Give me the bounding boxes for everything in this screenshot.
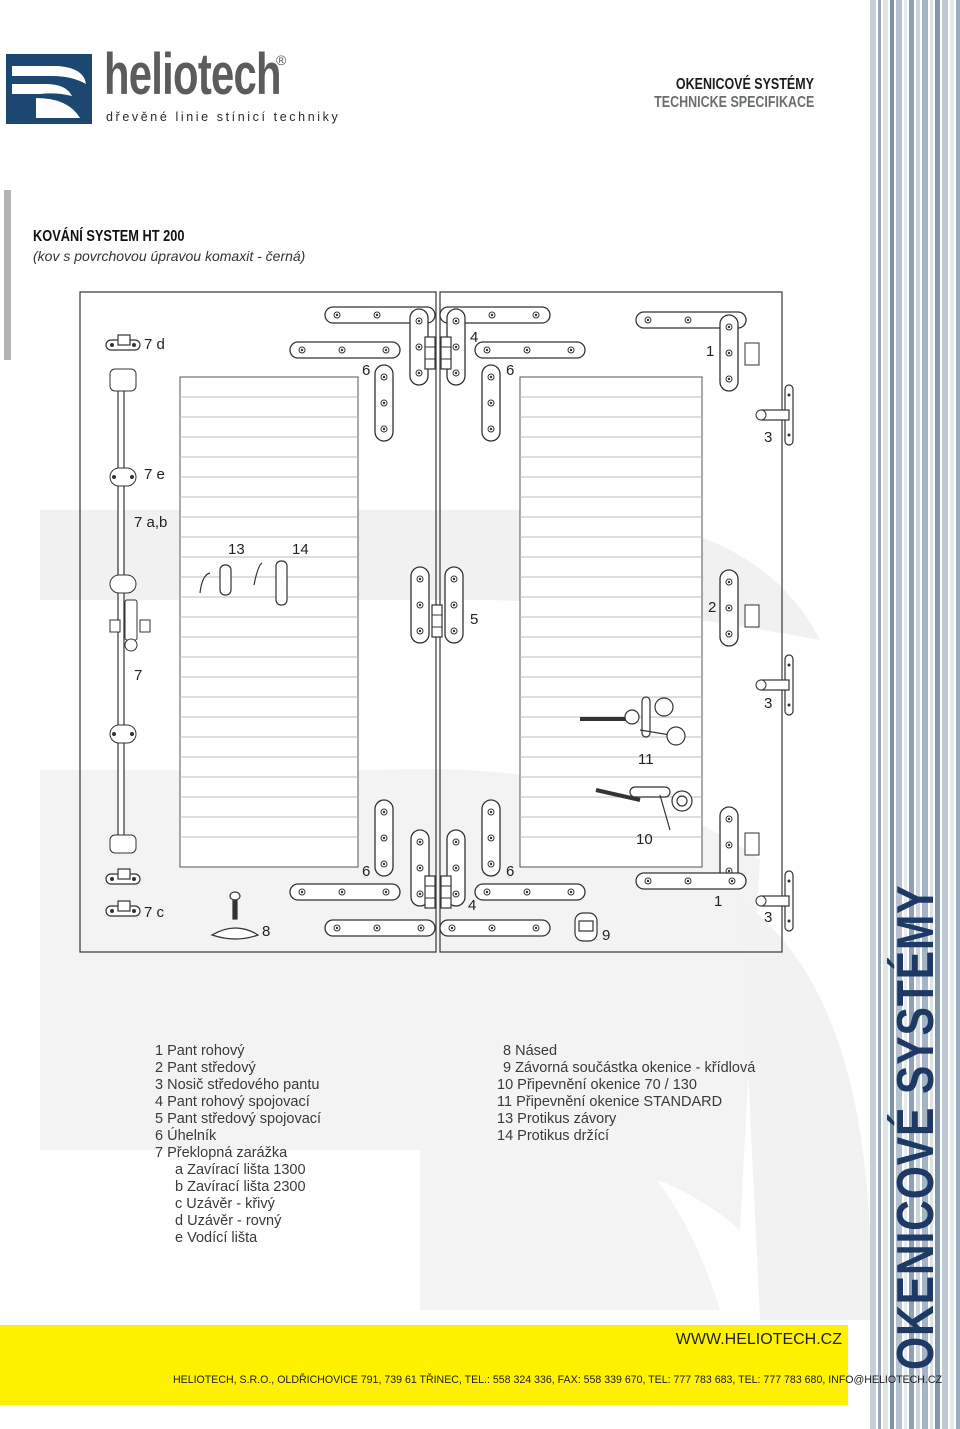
header-subtitle: TECHNICKE SPECIFIKACE bbox=[653, 94, 814, 111]
legend-item: 5 Pant středový spojovací bbox=[155, 1111, 322, 1127]
brand-tagline: dřevěné linie stínicí techniky bbox=[106, 110, 341, 124]
section-title: KOVÁNÍ SYSTEM HT 200 bbox=[33, 228, 185, 245]
label-7c: 7 c bbox=[144, 904, 165, 921]
label-7ab: 7 a,b bbox=[134, 514, 168, 531]
legend-subitem: c Uzávěr - křivý bbox=[175, 1196, 275, 1212]
label-9: 9 bbox=[602, 927, 611, 944]
label-8: 8 bbox=[262, 923, 271, 940]
label-14: 14 bbox=[292, 541, 309, 558]
legend-subitem: a Zavírací lišta 1300 bbox=[175, 1162, 306, 1178]
heliotech-logo-icon bbox=[6, 54, 92, 124]
legend-item: 4 Pant rohový spojovací bbox=[155, 1094, 310, 1110]
legend-subitem: e Vodící lišta bbox=[175, 1230, 258, 1246]
legend-item: 14 Protikus držící bbox=[497, 1128, 610, 1144]
label-10: 10 bbox=[636, 831, 653, 848]
rod-guides bbox=[109, 368, 151, 854]
legend-item: 10 Připevnění okenice 70 / 130 bbox=[497, 1077, 697, 1093]
legend-subitem: b Zavírací lišta 2300 bbox=[175, 1179, 306, 1195]
hardware-diagram: 7 d 7 e 7 a,b 13 14 7 7 c 8 6 4 6 1 3 5 … bbox=[0, 285, 960, 965]
label-3-top: 3 bbox=[764, 429, 773, 446]
label-1-top: 1 bbox=[706, 343, 715, 360]
label-7d: 7 d bbox=[144, 336, 165, 353]
label-6-bottom-right: 6 bbox=[506, 863, 515, 880]
label-4-top: 4 bbox=[470, 329, 479, 346]
legend-item: 9 Závorná součástka okenice - křídlová bbox=[503, 1060, 756, 1076]
edge-stripes bbox=[870, 0, 960, 1429]
shutter-stop-and-latch bbox=[210, 891, 598, 942]
label-6-top-right: 6 bbox=[506, 362, 515, 379]
label-11: 11 bbox=[638, 751, 654, 768]
footer-band bbox=[0, 1325, 848, 1405]
label-6-bottom-left: 6 bbox=[362, 863, 371, 880]
registered-mark: ® bbox=[276, 52, 287, 68]
label-13: 13 bbox=[228, 541, 245, 558]
legend-item: 3 Nosič středového pantu bbox=[155, 1077, 320, 1093]
legend-item: 11 Připevnění okenice STANDARD bbox=[497, 1094, 723, 1110]
label-4-bottom: 4 bbox=[468, 897, 477, 914]
legend-item: 6 Úhelník bbox=[155, 1128, 217, 1144]
legend-item: 8 Násed bbox=[503, 1043, 558, 1059]
legend-item: 13 Protikus závory bbox=[497, 1111, 617, 1127]
left-accent-bar bbox=[4, 190, 11, 360]
strike-parts bbox=[199, 560, 288, 606]
brand-name: heliotech bbox=[104, 42, 282, 107]
section-subtitle: (kov s povrchovou úpravou komaxit - čern… bbox=[33, 248, 306, 264]
header-title: OKENICOVÉ SYSTÉMY bbox=[676, 76, 814, 93]
label-6-top-left: 6 bbox=[362, 362, 371, 379]
label-1-bottom: 1 bbox=[714, 893, 723, 910]
label-2: 2 bbox=[708, 599, 717, 616]
shutter-holdbacks bbox=[580, 696, 693, 831]
label-7e: 7 e bbox=[144, 466, 165, 483]
website-link[interactable]: WWW.HELIOTECH.CZ bbox=[675, 1331, 842, 1348]
shutter-drawing bbox=[79, 291, 794, 953]
label-5: 5 bbox=[470, 611, 479, 628]
legend-item: 2 Pant středový bbox=[155, 1060, 256, 1076]
label-3-middle: 3 bbox=[764, 695, 773, 712]
label-7: 7 bbox=[134, 667, 143, 684]
company-address: HELIOTECH, S.R.O., OLDŘICHOVICE 791, 739… bbox=[173, 1374, 942, 1386]
legend-right: 8 Násed 9 Závorná součástka okenice - kř… bbox=[497, 1043, 755, 1145]
legend-item: 7 Překlopná zarážka bbox=[155, 1145, 288, 1161]
legend-left: 1 Pant rohový 2 Pant středový 3 Nosič st… bbox=[155, 1043, 321, 1247]
legend-item: 1 Pant rohový bbox=[155, 1043, 245, 1059]
louvers-left bbox=[180, 396, 358, 838]
legend-subitem: d Uzávěr - rovný bbox=[175, 1213, 282, 1229]
label-3-bottom: 3 bbox=[764, 909, 773, 926]
